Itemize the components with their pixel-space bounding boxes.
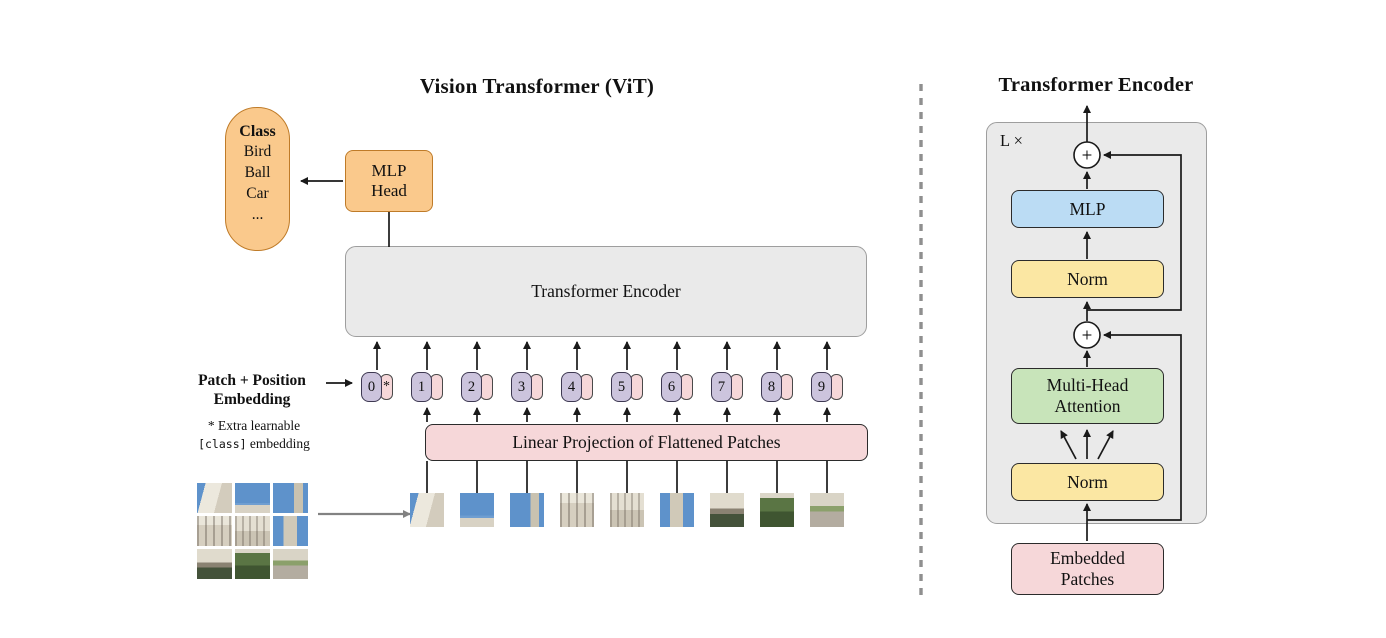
class-code-token: [class] <box>198 437 247 452</box>
patch-position-line1: Patch + Position <box>198 372 306 389</box>
transformer-encoder-label: Transformer Encoder <box>531 281 681 301</box>
token-1: 1 <box>411 372 443 402</box>
image-patch <box>810 493 844 527</box>
position-embedding-pill: 5 <box>611 372 632 402</box>
image-patch <box>235 549 270 579</box>
image-patch <box>760 493 794 527</box>
patch-position-label: Patch + Position Embedding <box>166 371 338 410</box>
position-embedding-pill: 1 <box>411 372 432 402</box>
image-patch <box>610 493 644 527</box>
embedded-patches-line2: Patches <box>1060 569 1115 589</box>
image-patch <box>410 493 444 527</box>
class-token-footnote: * Extra learnable [class] embedding <box>168 417 340 453</box>
position-embedding-pill: 6 <box>661 372 682 402</box>
class-item: Ball <box>244 164 271 182</box>
image-patch <box>273 483 308 513</box>
linear-projection-label: Linear Projection of Flattened Patches <box>512 432 781 453</box>
token-7: 7 <box>711 372 743 402</box>
norm-block-upper: Norm <box>1011 260 1164 298</box>
norm-label: Norm <box>1067 268 1108 289</box>
token-0: 0 * <box>361 372 393 402</box>
class-item: Bird <box>243 143 272 161</box>
image-patch <box>197 549 232 579</box>
token-5: 5 <box>611 372 643 402</box>
position-embedding-pill: 0 <box>361 372 382 402</box>
footnote-line2-rest: embedding <box>246 436 310 452</box>
embedded-patches-block: Embedded Patches <box>1011 543 1164 595</box>
embedded-patches-line1: Embedded <box>1050 548 1125 569</box>
image-patch <box>460 493 494 527</box>
image-patch <box>235 483 270 513</box>
position-embedding-pill: 9 <box>811 372 832 402</box>
linear-projection-box: Linear Projection of Flattened Patches <box>425 424 868 461</box>
class-output-pill: Class Bird Ball Car ... <box>225 107 290 251</box>
image-patch <box>660 493 694 527</box>
image-patch <box>710 493 744 527</box>
footnote-line2: [class] embedding <box>168 435 340 453</box>
token-8: 8 <box>761 372 793 402</box>
mlp-block: MLP <box>1011 190 1164 228</box>
image-patch <box>273 516 308 546</box>
patch-position-line2: Embedding <box>213 391 291 409</box>
position-embedding-pill: 3 <box>511 372 532 402</box>
position-embedding-pill: 7 <box>711 372 732 402</box>
image-patch <box>197 483 232 513</box>
multi-head-attention-block: Multi-Head Attention <box>1011 368 1164 424</box>
right-panel-title: Transformer Encoder <box>998 74 1194 96</box>
position-embedding-pill: 2 <box>461 372 482 402</box>
footnote-line1: * Extra learnable <box>207 418 301 433</box>
attention-label-line2: Attention <box>1054 396 1121 416</box>
transformer-encoder-box: Transformer Encoder <box>345 246 867 337</box>
image-patch <box>235 516 270 546</box>
layer-count-label: L × <box>1000 131 1023 150</box>
mlp-head-label-line2: Head <box>371 181 407 200</box>
norm-block-lower: Norm <box>1011 463 1164 501</box>
norm-label: Norm <box>1067 471 1108 492</box>
mlp-label: MLP <box>1069 198 1106 219</box>
source-image-grid <box>197 483 308 579</box>
position-embedding-pill: 4 <box>561 372 582 402</box>
image-patch <box>560 493 594 527</box>
token-2: 2 <box>461 372 493 402</box>
image-patch <box>197 516 232 546</box>
class-item: ... <box>251 205 264 223</box>
token-3: 3 <box>511 372 543 402</box>
token-6: 6 <box>661 372 693 402</box>
class-heading: Class <box>239 123 276 140</box>
image-patch <box>510 493 544 527</box>
mlp-head-label-line1: MLP <box>371 160 407 180</box>
class-item: Car <box>246 184 269 202</box>
token-9: 9 <box>811 372 843 402</box>
token-4: 4 <box>561 372 593 402</box>
attention-label-line1: Multi-Head <box>1046 375 1129 396</box>
position-embedding-pill: 8 <box>761 372 782 402</box>
mlp-head-box: MLP Head <box>345 150 433 212</box>
left-panel-title: Vision Transformer (ViT) <box>419 74 655 98</box>
image-patch <box>273 549 308 579</box>
